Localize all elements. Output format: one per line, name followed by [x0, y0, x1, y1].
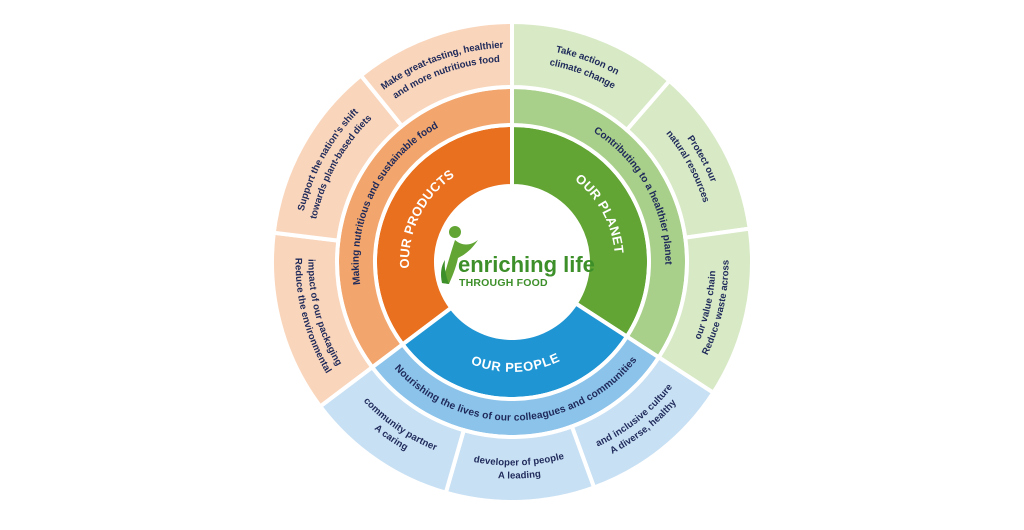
- commitment-people-2-line-1: A leading: [498, 469, 542, 482]
- sector-people: [317, 300, 717, 504]
- sectors-layer: [270, 19, 754, 504]
- ring-outer-people-3: [317, 364, 467, 496]
- logo-subtitle: THROUGH FOOD: [459, 277, 548, 289]
- sector-products: [270, 19, 514, 410]
- center-logo: enriching life THROUGH FOOD: [436, 186, 595, 338]
- center-circle: [436, 186, 588, 338]
- figure-icon: [441, 226, 478, 284]
- logo-title: enriching life: [458, 252, 595, 277]
